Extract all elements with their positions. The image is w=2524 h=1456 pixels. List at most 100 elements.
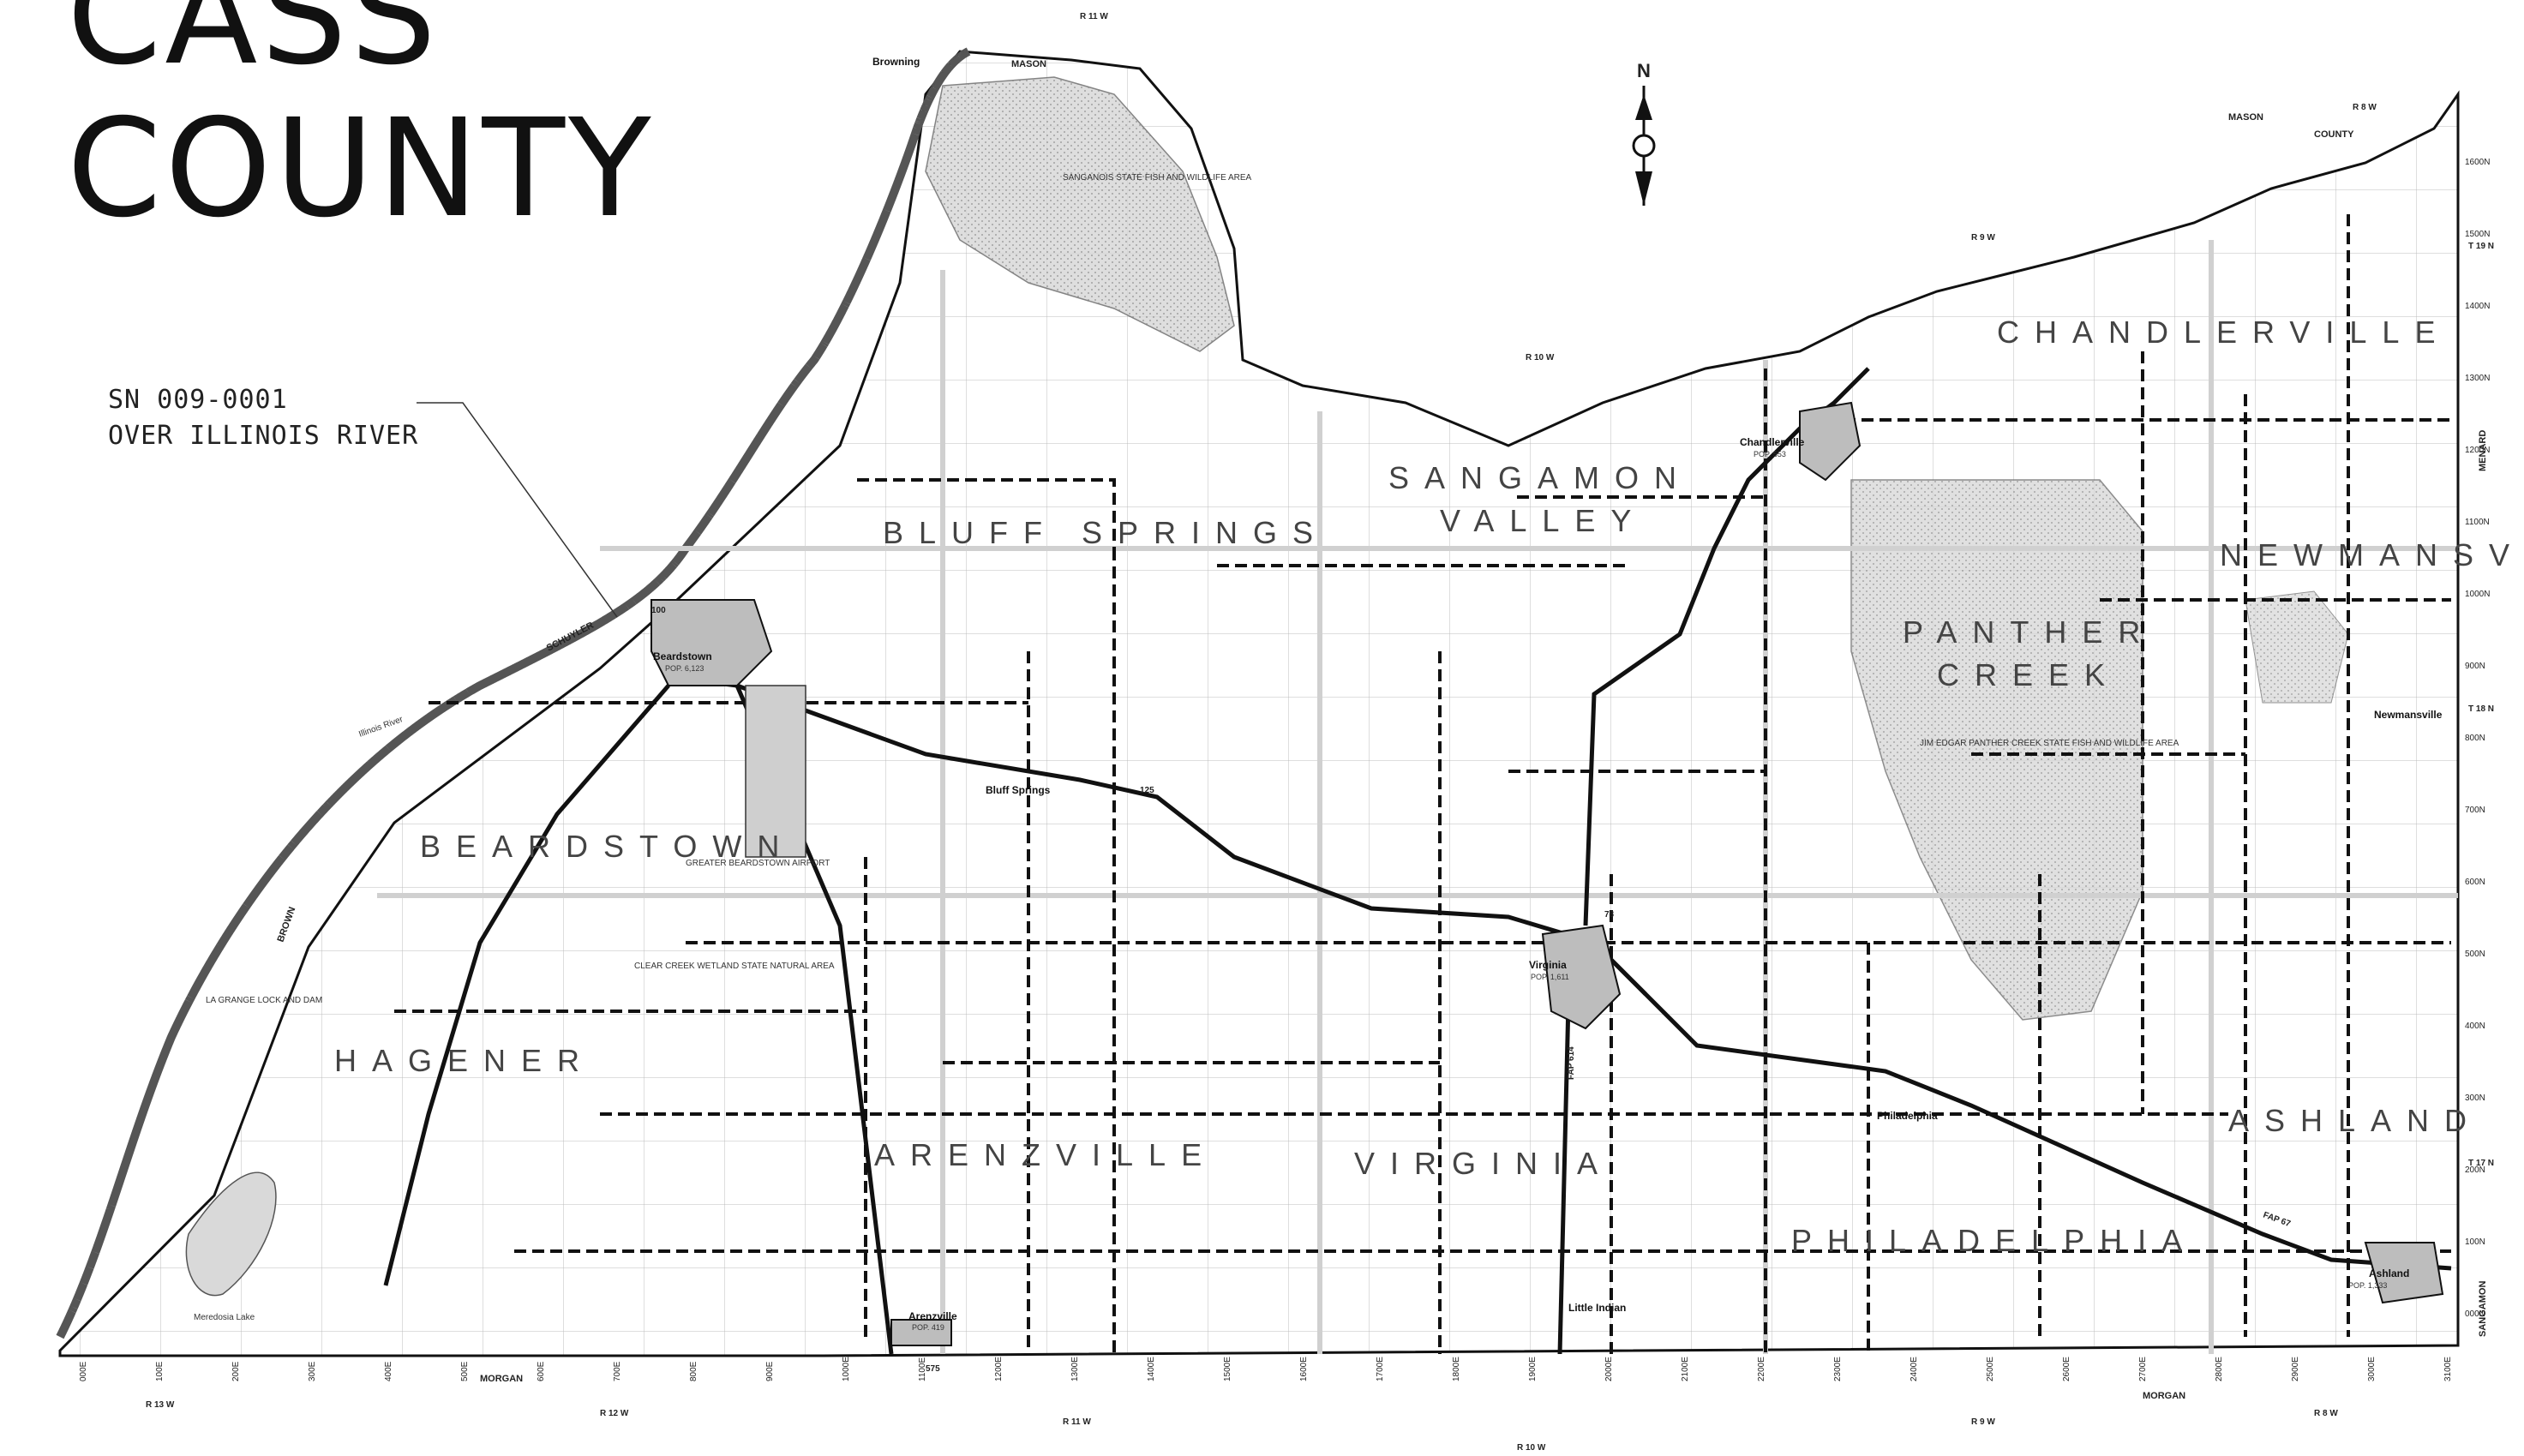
- range-top-1: R 11 W: [1080, 12, 1108, 21]
- label-browning: Browning: [872, 56, 920, 68]
- range-top-4: R 8 W: [2353, 103, 2377, 112]
- grid-east-label: 2800E: [2215, 1357, 2224, 1381]
- twp-side-2: T 18 N: [2468, 704, 2494, 714]
- label-bluff-springs: Bluff Springs: [986, 784, 1051, 796]
- grid-north-label: 400N: [2465, 1022, 2485, 1031]
- grid-east-label: 2700E: [2138, 1357, 2148, 1381]
- range-bot-4: R 10 W: [1517, 1443, 1546, 1453]
- grid-north-label: 1400N: [2465, 302, 2490, 311]
- grid-east-label: 1400E: [1147, 1357, 1156, 1381]
- grid-east-label: 500E: [460, 1361, 470, 1381]
- twp-sangamon: SANGAMON: [1388, 460, 1692, 495]
- grid-east-label: 1600E: [1299, 1357, 1309, 1381]
- edge-menard: MENARD: [2478, 430, 2488, 471]
- callout-leader: [417, 402, 618, 618]
- edge-mason-n: MASON: [1011, 59, 1046, 69]
- twp-arenzville: ARENZVILLE: [874, 1137, 1217, 1172]
- sanganois-area: [925, 76, 1235, 352]
- grid-north-label: 600N: [2465, 878, 2485, 887]
- twp-philadelphia: PHILADELPHIA: [1791, 1223, 2197, 1258]
- grid-east-label: 3100E: [2443, 1357, 2453, 1381]
- grid-east-label: 1500E: [1223, 1357, 1232, 1381]
- bridge-callout: SN 009-0001 OVER ILLINOIS RIVER: [108, 382, 418, 454]
- label-chandlerville: Chandlerville: [1740, 436, 1805, 448]
- twp-creek: CREEK: [1937, 657, 2120, 692]
- county-roads: [394, 214, 2451, 1354]
- grid-east-label: 1700E: [1376, 1357, 1385, 1381]
- town-labels: Beardstown POP. 6,123 Chandlerville POP.…: [653, 56, 2443, 1332]
- airport-footprint: [745, 685, 806, 858]
- grid-north-label: 300N: [2465, 1093, 2485, 1103]
- label-philadelphia: Philadelphia: [1877, 1110, 1938, 1122]
- grid-north-label: 100N: [2465, 1237, 2485, 1247]
- grid-north-label: 1200N: [2465, 446, 2490, 455]
- grid-east-label: 900E: [765, 1361, 775, 1381]
- label-lagrange: LA GRANGE LOCK AND DAM: [206, 996, 322, 1005]
- label-virginia: Virginia: [1529, 959, 1567, 971]
- meredosia-lake: [185, 1171, 277, 1297]
- grid-north-label: 000N: [2465, 1309, 2485, 1319]
- label-meredosia: Meredosia Lake: [194, 1313, 255, 1322]
- grid-east-label: 2100E: [1681, 1357, 1690, 1381]
- twp-chandlerville: CHANDLERVILLE: [1997, 315, 2450, 350]
- ashland-footprint: [2364, 1242, 2444, 1304]
- twp-hagener: HAGENER: [334, 1043, 595, 1078]
- grid-east-label: 1300E: [1070, 1357, 1080, 1381]
- route-125: 125: [1140, 786, 1154, 795]
- grid-east-label: 100E: [155, 1361, 165, 1381]
- grid-east-label: 200E: [231, 1361, 241, 1381]
- grid-east-label: 1200E: [994, 1357, 1004, 1381]
- twp-panther: PANTHER: [1903, 614, 2155, 650]
- towns: [650, 401, 2444, 1346]
- grid-east-label: 1900E: [1528, 1357, 1538, 1381]
- label-newmansville: Newmansville: [2374, 709, 2443, 721]
- route-100: 100: [651, 606, 666, 615]
- grid-east-label: 700E: [613, 1361, 622, 1381]
- grid-east-label: 2900E: [2291, 1357, 2300, 1381]
- grid-east-label: 2500E: [1986, 1357, 1995, 1381]
- grid-north-labels: 1600N1500N1400N1300N1200N1100N1000N900N8…: [2465, 158, 2490, 1319]
- grid-east-label: 2600E: [2062, 1357, 2071, 1381]
- grid-east-label: 1800E: [1452, 1357, 1461, 1381]
- label-clear-creek: CLEAR CREEK WETLAND STATE NATURAL AREA: [634, 962, 835, 971]
- label-little-indian: Little Indian: [1568, 1302, 1626, 1314]
- edge-brown: BROWN: [276, 906, 298, 944]
- twp-side-1: T 19 N: [2468, 242, 2494, 251]
- grid-east-label: 400E: [384, 1361, 393, 1381]
- range-bot-2: R 12 W: [600, 1409, 629, 1418]
- grid-north-label: 200N: [2465, 1165, 2485, 1175]
- edge-mason-ne: MASON: [2228, 112, 2263, 123]
- grid-east-label: 000E: [79, 1361, 88, 1381]
- grid-east-label: 1000E: [842, 1357, 851, 1381]
- pop-ashland: POP. 1,333: [2348, 1281, 2387, 1290]
- arenzville-footprint: [890, 1319, 952, 1346]
- jim-edgar-area: [1850, 479, 2143, 1021]
- pop-chandlerville: POP. 553: [1754, 450, 1786, 458]
- grid-east-label: 1100E: [918, 1357, 927, 1381]
- twp-ashland: ASHLAND: [2228, 1103, 2482, 1138]
- grid-north-label: 1300N: [2465, 374, 2490, 383]
- pop-arenzville: POP. 419: [912, 1323, 944, 1332]
- grid-east-label: 2000E: [1604, 1357, 1614, 1381]
- route-575: 575: [926, 1364, 940, 1374]
- twp-beardstown: BEARDSTOWN: [420, 829, 794, 864]
- grid-north-label: 1600N: [2465, 158, 2490, 167]
- map-title: CASS COUNTY: [67, 0, 655, 245]
- range-top-2: R 10 W: [1526, 353, 1555, 363]
- grid-north-label: 1000N: [2465, 590, 2490, 599]
- label-sanganois: SANGANOIS STATE FISH AND WILDLIFE AREA: [1063, 173, 1252, 183]
- edge-morgan: MORGAN: [480, 1374, 523, 1384]
- twp-valley: VALLEY: [1440, 503, 1646, 538]
- twp-bluff-springs: BLUFF SPRINGS: [883, 515, 1328, 550]
- twp-side-3: T 17 N: [2468, 1159, 2494, 1168]
- grid-east-label: 600E: [537, 1361, 546, 1381]
- grid-north-label: 900N: [2465, 662, 2485, 671]
- grid-east-label: 2200E: [1757, 1357, 1766, 1381]
- twp-virginia: VIRGINIA: [1354, 1146, 1613, 1181]
- grid-east-label: 800E: [689, 1361, 698, 1381]
- range-bot-5: R 9 W: [1971, 1417, 1995, 1427]
- virginia-footprint: [1541, 924, 1622, 1030]
- north-label: N: [1637, 60, 1651, 81]
- range-labels: R 11 W R 10 W R 9 W R 8 W R 13 W R 12 W …: [146, 12, 2494, 1453]
